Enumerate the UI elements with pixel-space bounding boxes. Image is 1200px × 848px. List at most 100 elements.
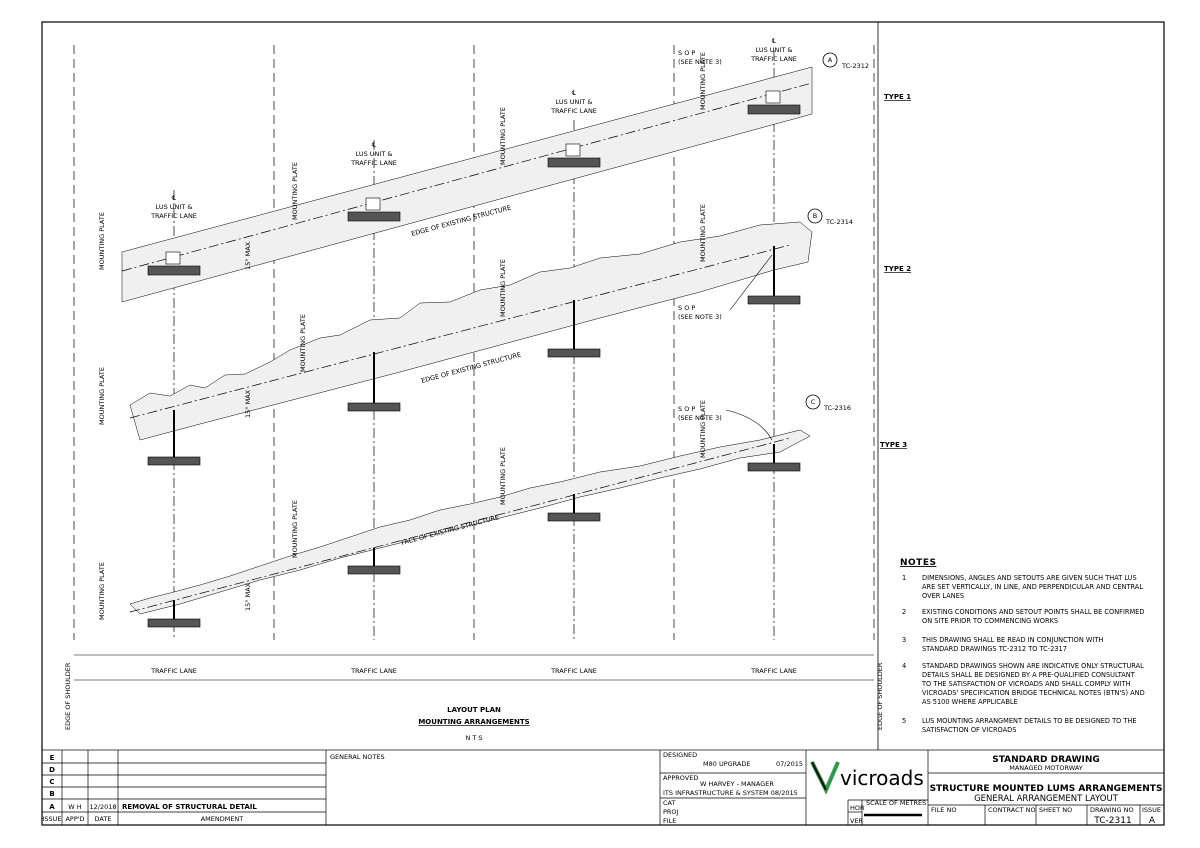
- lus-label-4c: TRAFFIC LANE: [750, 55, 797, 63]
- note-line: STANDARD DRAWINGS TC-2312 TO TC-2317: [922, 645, 1067, 653]
- type-1-label: TYPE 1: [884, 93, 911, 101]
- drawing-sub: GENERAL ARRANGEMENT LAYOUT: [974, 794, 1119, 804]
- marker-c-ref: TC-2316: [823, 404, 851, 412]
- note-line: OVER LANES: [922, 592, 964, 600]
- max-2: 15° MAX: [244, 389, 252, 418]
- designed-date: 07/2015: [776, 760, 803, 768]
- note-number: 1: [902, 574, 906, 582]
- lus-label-3c: TRAFFIC LANE: [550, 107, 597, 115]
- mounting-2-4: MOUNTING PLATE: [699, 204, 707, 262]
- issue-d: D: [49, 766, 55, 774]
- note-line: ON SITE PRIOR TO COMMENCING WORKS: [922, 617, 1058, 625]
- lus-label-2a: ℄: [372, 141, 377, 149]
- lus-label-1b: LUS UNIT &: [156, 203, 193, 211]
- lane-labels: TRAFFIC LANE TRAFFIC LANE TRAFFIC LANE T…: [150, 667, 797, 675]
- sop-labels: S O P (SEE NOTE 3) S O P (SEE NOTE 3) S …: [678, 49, 773, 441]
- designed-label: DESIGNED: [663, 751, 697, 759]
- hdr-appd: APP'D: [65, 815, 84, 823]
- note-line: AS 5100 WHERE APPLICABLE: [922, 698, 1018, 706]
- max-1: 15° MAX: [244, 241, 252, 270]
- mounting-3-1: MOUNTING PLATE: [98, 562, 106, 620]
- lus-label-2b: LUS UNIT &: [356, 150, 393, 158]
- lane-3: TRAFFIC LANE: [550, 667, 597, 675]
- std-sub: MANAGED MOTORWAY: [1009, 764, 1083, 772]
- type2-lus-units: [147, 246, 801, 466]
- drawing-title: STRUCTURE MOUNTED LUMS ARRANGEMENTS: [930, 784, 1163, 794]
- scale-label: SCALE OF METRES: [866, 799, 926, 807]
- plan-scale: N T S: [465, 734, 482, 742]
- mounting-2-2: MOUNTING PLATE: [299, 314, 307, 372]
- file-no-label: FILE NO: [931, 806, 956, 814]
- marker-b-label: B: [813, 212, 817, 220]
- issue-b: B: [49, 790, 54, 798]
- mounting-labels: MOUNTING PLATE MOUNTING PLATE MOUNTING P…: [98, 52, 707, 620]
- row-a-amendment: REMOVAL OF STRUCTURAL DETAIL: [122, 803, 257, 811]
- note-line: STANDARD DRAWINGS SHOWN ARE INDICATIVE O…: [922, 662, 1144, 670]
- lus-label-2c: TRAFFIC LANE: [350, 159, 397, 167]
- hdr-amendment: AMENDMENT: [201, 815, 244, 823]
- issue-e: E: [50, 754, 55, 762]
- sop-1a: S O P: [678, 49, 695, 57]
- marker-a: [822, 52, 838, 68]
- plan-title: LAYOUT PLAN: [447, 706, 501, 714]
- lane-4: TRAFFIC LANE: [750, 667, 797, 675]
- type2-alignment: [129, 244, 791, 419]
- type-3-label: TYPE 3: [880, 441, 907, 449]
- marker-c: [805, 394, 821, 410]
- contract-no-label: CONTRACT NO: [988, 806, 1036, 814]
- note-line: TO THE SATISFACTION OF VICROADS AND SHAL…: [921, 680, 1131, 688]
- sheet-no-label: SHEET NO: [1039, 806, 1072, 814]
- note-number: 2: [902, 608, 906, 616]
- approved-line2: ITS INFRASTRUCTURE & SYSTEM 08/2015: [663, 789, 798, 797]
- general-notes-label: GENERAL NOTES: [330, 753, 385, 761]
- marker-c-label: C: [811, 398, 816, 406]
- sop-2b: (SEE NOTE 3): [678, 313, 722, 321]
- notes-heading: NOTES: [900, 558, 936, 568]
- type3-alignment: [129, 437, 791, 613]
- mounting-3-4: MOUNTING PLATE: [699, 400, 707, 458]
- plan-subtitle: MOUNTING ARRANGEMENTS: [418, 718, 529, 726]
- title-block: [41, 749, 1165, 826]
- note-line: THIS DRAWING SHALL BE READ IN CONJUNCTIO…: [921, 636, 1103, 644]
- mounting-3-3: MOUNTING PLATE: [499, 447, 507, 505]
- marker-b: [807, 208, 823, 224]
- note-number: 4: [902, 662, 906, 670]
- approved-label: APPROVED: [663, 774, 698, 782]
- lus-label-4b: LUS UNIT &: [756, 46, 793, 54]
- hdr-date: DATE: [95, 815, 112, 823]
- marker-a-ref: TC-2312: [841, 62, 869, 70]
- drawing-no: TC-2311: [1093, 816, 1131, 826]
- drawing-no-label: DRAWING NO: [1090, 806, 1134, 814]
- max-3: 15° MAX: [244, 582, 252, 611]
- note-line: EXISTING CONDITIONS AND SETOUT POINTS SH…: [922, 608, 1144, 616]
- sop-2a: S O P: [678, 304, 695, 312]
- row-a-appd: W H: [68, 803, 81, 811]
- note-number: 3: [902, 636, 906, 644]
- type1-structure: [121, 66, 813, 303]
- file-label: FILE: [663, 817, 676, 825]
- lus-label-3a: ℄: [572, 89, 577, 97]
- note-number: 5: [902, 717, 906, 725]
- issue-value: A: [1149, 816, 1156, 826]
- mounting-1-3: MOUNTING PLATE: [499, 107, 507, 165]
- type2-structure: [129, 221, 813, 441]
- max-angle-labels: 15° MAX 15° MAX 15° MAX: [244, 241, 252, 611]
- edge-of-shoulder-left: EDGE OF SHOULDER: [64, 662, 72, 730]
- mounting-3-2: MOUNTING PLATE: [291, 500, 299, 558]
- note-line: DETAILS SHALL BE DESIGNED BY A PRE-QUALI…: [922, 671, 1136, 679]
- lus-label-1c: TRAFFIC LANE: [150, 212, 197, 220]
- issue-label: ISSUE: [1142, 806, 1161, 814]
- lane-2: TRAFFIC LANE: [350, 667, 397, 675]
- type3-structure: [129, 429, 811, 615]
- proj-label: PROJ: [663, 808, 679, 816]
- edge-of-shoulder-right: EDGE OF SHOULDER: [876, 662, 884, 730]
- lus-label-1a: ℄: [172, 194, 177, 202]
- hdr-issue: ISSUE: [42, 815, 61, 823]
- ver-label: VER: [850, 817, 864, 825]
- marker-b-ref: TC-2314: [825, 218, 853, 226]
- designed-value: M80 UPGRADE: [703, 760, 750, 768]
- type1-lus-units: [147, 90, 801, 276]
- lus-labels: ℄ LUS UNIT & TRAFFIC LANE ℄ LUS UNIT & T…: [150, 37, 797, 220]
- sop-3b: (SEE NOTE 3): [678, 414, 722, 422]
- approved-value: W HARVEY - MANAGER: [700, 780, 774, 788]
